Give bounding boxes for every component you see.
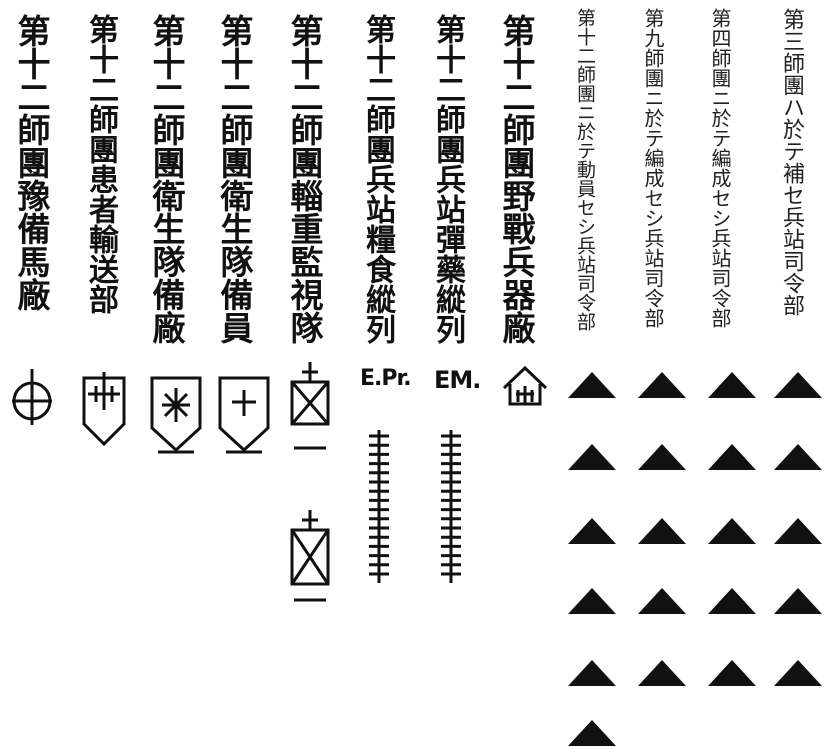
staging-triangle-icon [774,518,822,544]
column-12-reserve-horse-depot: 第十二師團豫備馬廠 [12,14,51,311]
column-8-transport-guard: 第十二師團輜重監視隊 [285,14,324,344]
staging-triangle-icon [708,372,756,398]
column-1-third-division-hq: 第三師團ハ於テ補セ兵站司令部 [779,8,804,316]
staging-triangle-icon [568,660,616,686]
column-4-twelfth-division-hq: 第十二師團ニ於テ動員セシ兵站司令部 [574,8,596,331]
staging-triangle-icon [774,588,822,614]
staging-triangle-icon [708,444,756,470]
staging-triangle-icon [568,518,616,544]
staging-triangle-icon [774,444,822,470]
transport-guard-icon [290,362,330,450]
staging-triangle-icon [638,444,686,470]
column-5-field-arsenal: 第十二師團野戰兵器廠 [497,14,536,344]
staging-triangle-icon [638,518,686,544]
column-10-medical-depot: 第十二師團衛生隊備廠 [147,14,186,344]
ammunition-column-label: EM. [434,366,481,394]
column-6-ammunition-column: 第十二師團兵站彈藥縱列 [430,14,465,344]
staging-triangle-icon [568,444,616,470]
field-arsenal-icon [502,365,548,406]
staging-triangle-icon [708,660,756,686]
staging-triangle-icon [638,588,686,614]
medical-depot-icon [150,376,202,454]
staging-triangle-icon [774,372,822,398]
staging-hq-triangle-grid [568,372,822,746]
ammunition-column-chain-icon [441,430,461,583]
patient-transport-icon [82,372,126,447]
staging-triangle-icon [638,660,686,686]
reserve-horse-depot-icon [12,369,52,425]
column-7-provision-column: 第十二師團兵站糧食縱列 [360,14,395,344]
column-11-patient-transport: 第十二師團患者輸送部 [83,14,118,314]
medical-personnel-icon [218,376,270,454]
staging-triangle-icon [568,720,616,746]
column-2-fourth-division-hq: 第四師團ニ於テ編成セシ兵站司令部 [708,8,732,328]
column-3-ninth-division-hq: 第九師團ニ於テ編成セシ兵站司令部 [641,8,665,328]
transport-guard-icon-2 [290,510,330,602]
staging-triangle-icon [638,372,686,398]
staging-triangle-icon [568,588,616,614]
staging-triangle-icon [708,518,756,544]
staging-triangle-icon [708,588,756,614]
provision-column-chain-icon [369,430,389,583]
column-9-medical-personnel: 第十二師團衛生隊備員 [215,14,254,344]
staging-triangle-icon [774,660,822,686]
staging-triangle-icon [568,372,616,398]
provision-column-label: E.Pr. [360,366,412,391]
